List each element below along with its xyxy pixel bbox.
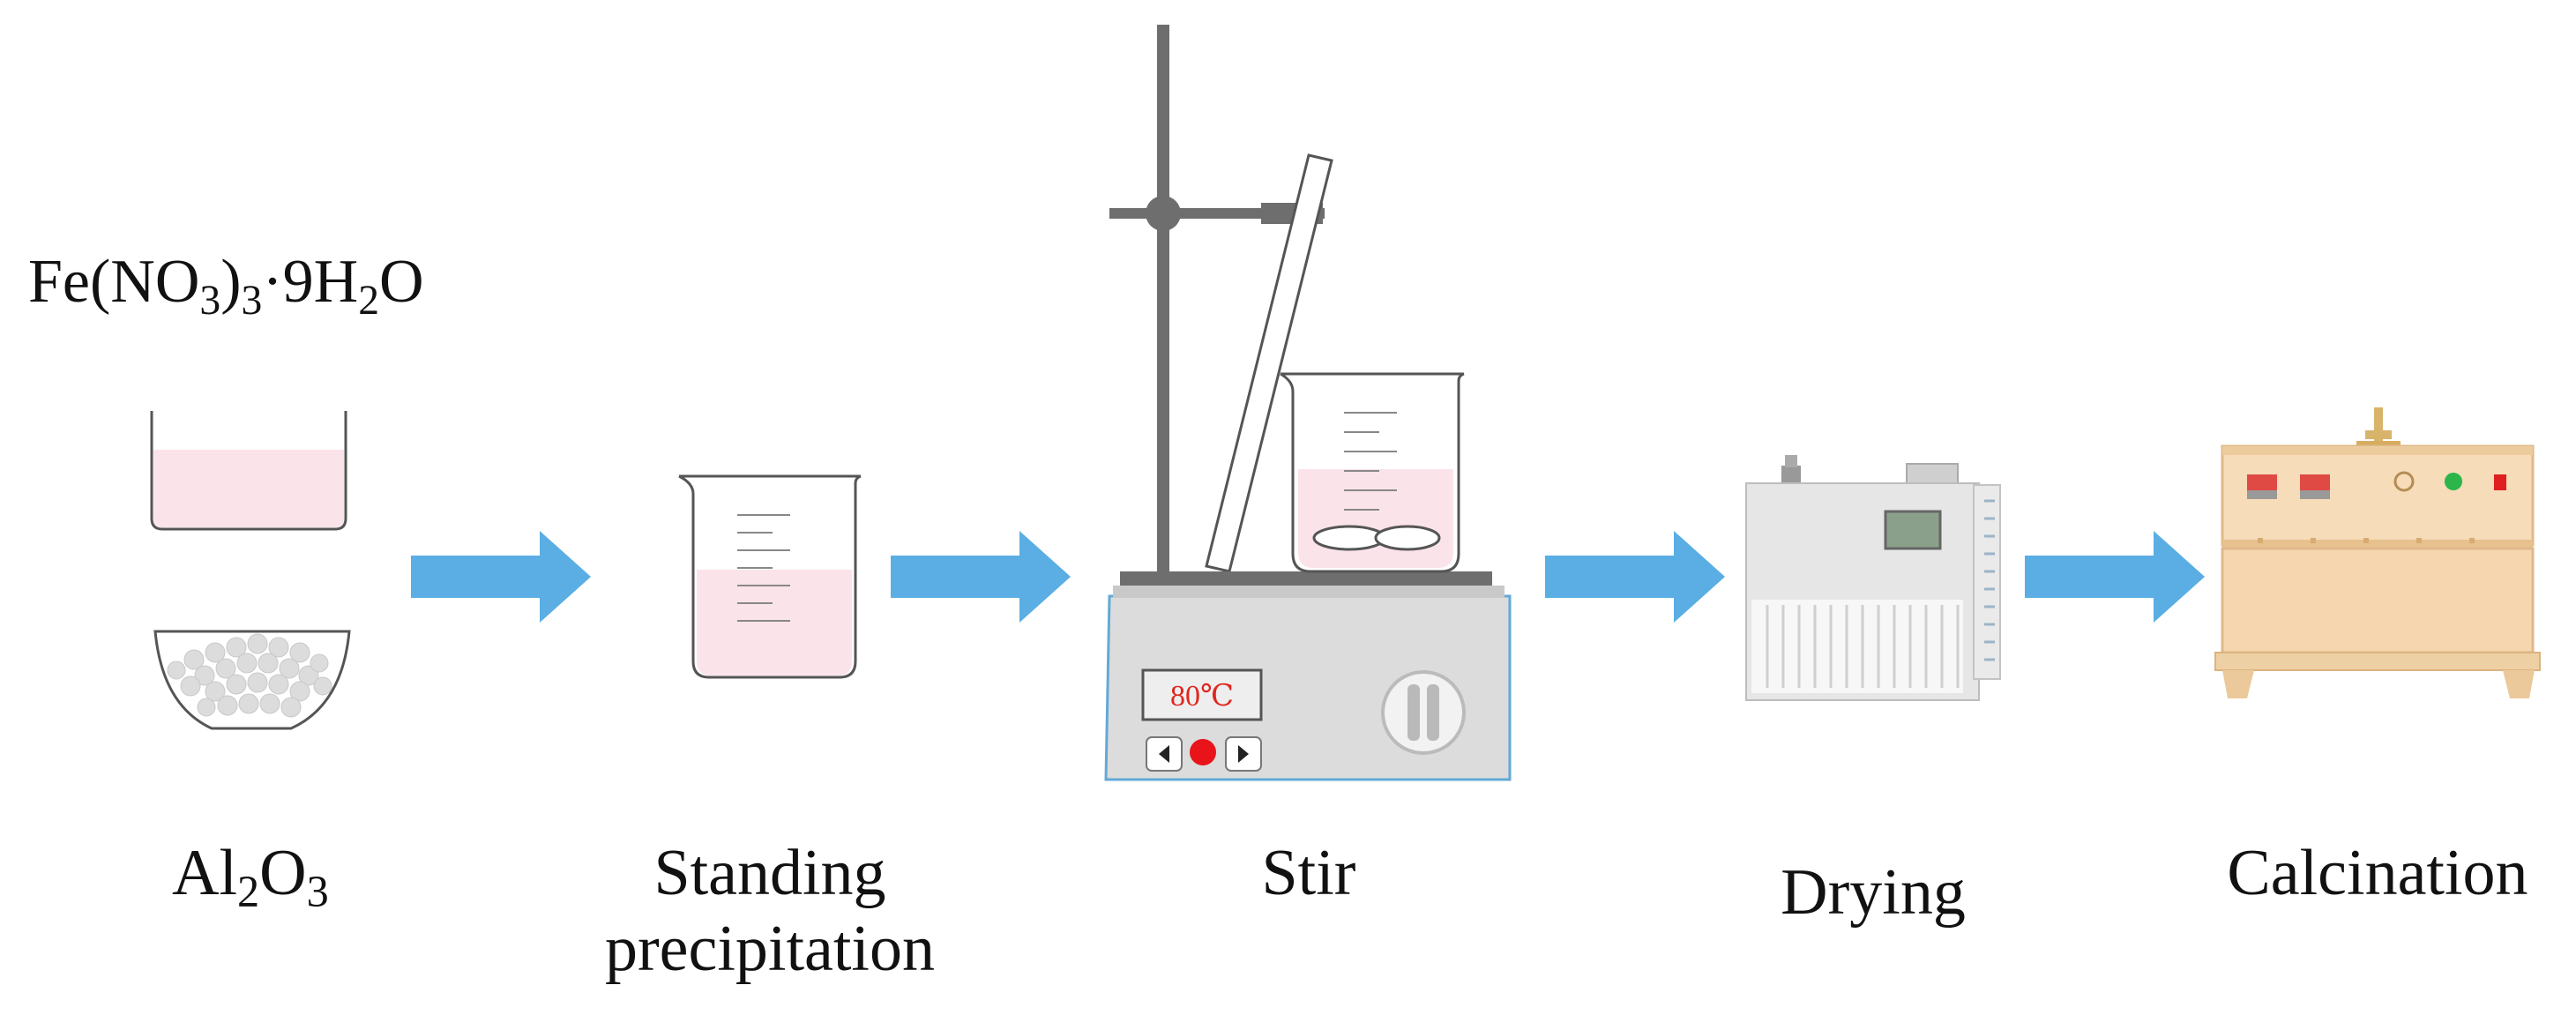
step-label-standing-line1: Standing xyxy=(653,837,885,909)
arrow-icon xyxy=(2025,531,2205,623)
furnace-icon xyxy=(2214,407,2541,698)
bowl-with-pellets-icon xyxy=(153,630,351,730)
stirrer-icon: 80℃ xyxy=(1104,25,1512,781)
reagent-formula: Fe(NO3)3·9H2O xyxy=(28,248,424,324)
nitrate-solution-beaker-icon xyxy=(150,411,347,531)
step-label-standing-line2: precipitation xyxy=(605,913,935,985)
arrow-icon xyxy=(411,531,591,623)
dryer-icon xyxy=(1745,455,2001,701)
temperature-display: 80℃ xyxy=(1170,680,1234,713)
arrow-icon xyxy=(1545,531,1725,623)
precipitation-beaker-icon xyxy=(678,474,862,679)
step-label-drying: Drying xyxy=(1781,856,1966,929)
support-formula: Al2O3 xyxy=(172,837,329,916)
step-label-calcination: Calcination xyxy=(2227,837,2527,909)
arrow-icon xyxy=(891,531,1071,623)
step-label-stir: Stir xyxy=(1262,837,1356,909)
